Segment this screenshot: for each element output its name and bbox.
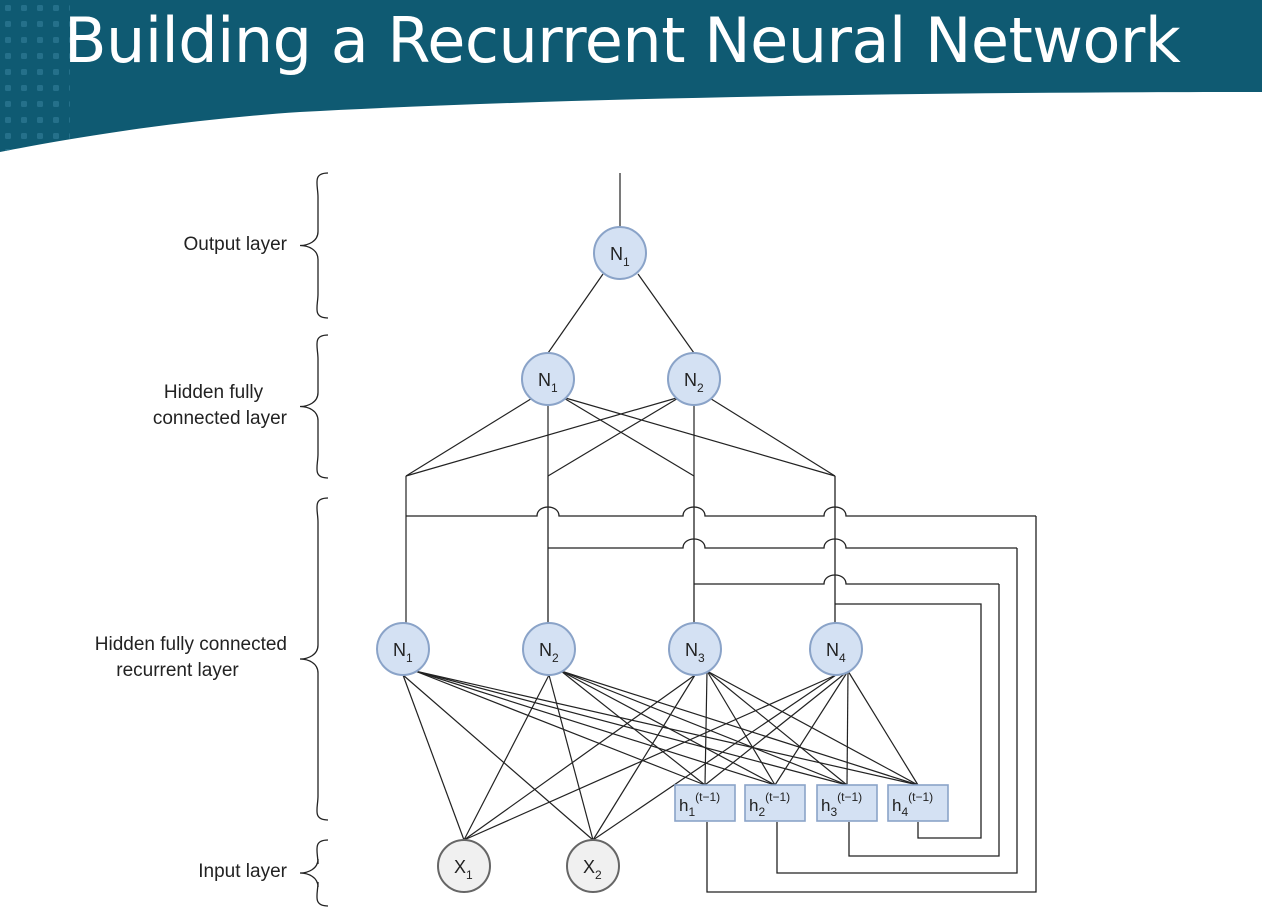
connection-line xyxy=(547,396,681,477)
connection-line xyxy=(414,670,776,786)
connection-line xyxy=(592,674,696,841)
output-layer-label: Output layer xyxy=(183,234,288,255)
loop-h3-return xyxy=(848,584,1000,857)
context-node-4-label: h4(t−1) xyxy=(892,790,933,819)
context-node-2-label: h2(t−1) xyxy=(749,790,790,819)
loop-h1-return xyxy=(706,516,1037,893)
loop-h4-return xyxy=(835,603,982,839)
recurrent-node-4: N4 xyxy=(809,622,863,676)
recurrent-node-2-circle xyxy=(522,622,576,676)
connection-line xyxy=(560,670,706,786)
hidden-recurrent-layer-brace xyxy=(299,497,329,821)
connection-line xyxy=(706,670,919,786)
output-node-1-circle xyxy=(593,226,647,280)
recurrent-node-4-circle xyxy=(809,622,863,676)
context-node-1-label: h1(t−1) xyxy=(679,790,720,819)
connection-line xyxy=(561,396,836,477)
loop-h1-bus xyxy=(406,506,1036,517)
input-node-2-label: X2 xyxy=(583,857,602,882)
slide-title: Building a Recurrent Neural Network xyxy=(64,4,1181,77)
recurrent-node-1-circle xyxy=(376,622,430,676)
recurrent-node-3: N3 xyxy=(668,622,722,676)
output-layer-brace xyxy=(299,172,329,319)
hidden-fc-layer-label: Hidden fully connected layer xyxy=(152,382,287,429)
connection-line xyxy=(463,674,837,841)
input-layer-brace xyxy=(299,839,329,907)
context-node-4: h4(t−1) xyxy=(887,784,949,822)
context-node-3: h3(t−1) xyxy=(816,784,878,822)
connection-line xyxy=(547,273,604,354)
input-node-2: X2 xyxy=(566,839,620,893)
connection-line xyxy=(560,670,919,786)
connection-line xyxy=(414,670,706,786)
connection-line xyxy=(405,396,681,477)
input-node-2-circle xyxy=(566,839,620,893)
output-node-1: N1 xyxy=(593,226,647,280)
connection-line xyxy=(707,396,836,477)
loop-h2-bus xyxy=(548,538,1017,549)
connection-line xyxy=(548,674,594,841)
context-node-3-box xyxy=(816,784,878,822)
recurrent-node-3-circle xyxy=(668,622,722,676)
context-node-2-box xyxy=(744,784,806,822)
context-node-1: h1(t−1) xyxy=(674,784,736,822)
recurrent-node-4-label: N4 xyxy=(826,640,846,665)
recurrent-node-1: N1 xyxy=(376,622,430,676)
recurrent-node-1-label: N1 xyxy=(393,640,413,665)
hidden-fc-layer-brace xyxy=(299,334,329,479)
hidden-fc-node-1-label: N1 xyxy=(538,370,558,395)
output-node-1-label: N1 xyxy=(610,244,630,269)
hidden-fc-node-2-circle xyxy=(667,352,721,406)
recurrent-node-2-label: N2 xyxy=(539,640,559,665)
context-node-2: h2(t−1) xyxy=(744,784,806,822)
slide-header: Building a Recurrent Neural Network xyxy=(0,0,1262,200)
connection-line xyxy=(704,670,708,786)
connection-line xyxy=(561,396,695,477)
connection-line xyxy=(847,670,919,786)
hidden-fc-node-1-circle xyxy=(521,352,575,406)
connection-line xyxy=(774,670,849,786)
connection-line xyxy=(560,670,776,786)
connection-line xyxy=(405,396,535,477)
connection-line xyxy=(704,670,849,786)
connection-line xyxy=(706,670,776,786)
connection-line xyxy=(414,670,919,786)
connection-line xyxy=(402,674,465,841)
context-node-3-label: h3(t−1) xyxy=(821,790,862,819)
input-node-1: X1 xyxy=(437,839,491,893)
header-banner xyxy=(0,0,1262,152)
hidden-fc-node-2: N2 xyxy=(667,352,721,406)
input-node-1-circle xyxy=(437,839,491,893)
connection-line xyxy=(463,674,550,841)
connection-line xyxy=(463,674,696,841)
connection-line xyxy=(846,670,849,786)
context-node-4-box xyxy=(887,784,949,822)
connection-line xyxy=(637,273,695,354)
connection-line xyxy=(560,670,848,786)
recurrent-node-3-label: N3 xyxy=(685,640,705,665)
recurrent-node-2: N2 xyxy=(522,622,576,676)
hidden-fc-node-2-label: N2 xyxy=(684,370,704,395)
hidden-recurrent-layer-label: Hidden fully connected recurrent layer xyxy=(94,634,287,681)
connection-line xyxy=(414,670,848,786)
connection-line xyxy=(592,674,837,841)
hidden-fc-node-1: N1 xyxy=(521,352,575,406)
input-node-1-label: X1 xyxy=(454,857,473,882)
loop-h2-return xyxy=(776,548,1018,874)
loop-h3-bus xyxy=(694,574,999,585)
input-layer-label: Input layer xyxy=(198,861,287,882)
context-node-1-box xyxy=(674,784,736,822)
connection-line xyxy=(402,674,594,841)
